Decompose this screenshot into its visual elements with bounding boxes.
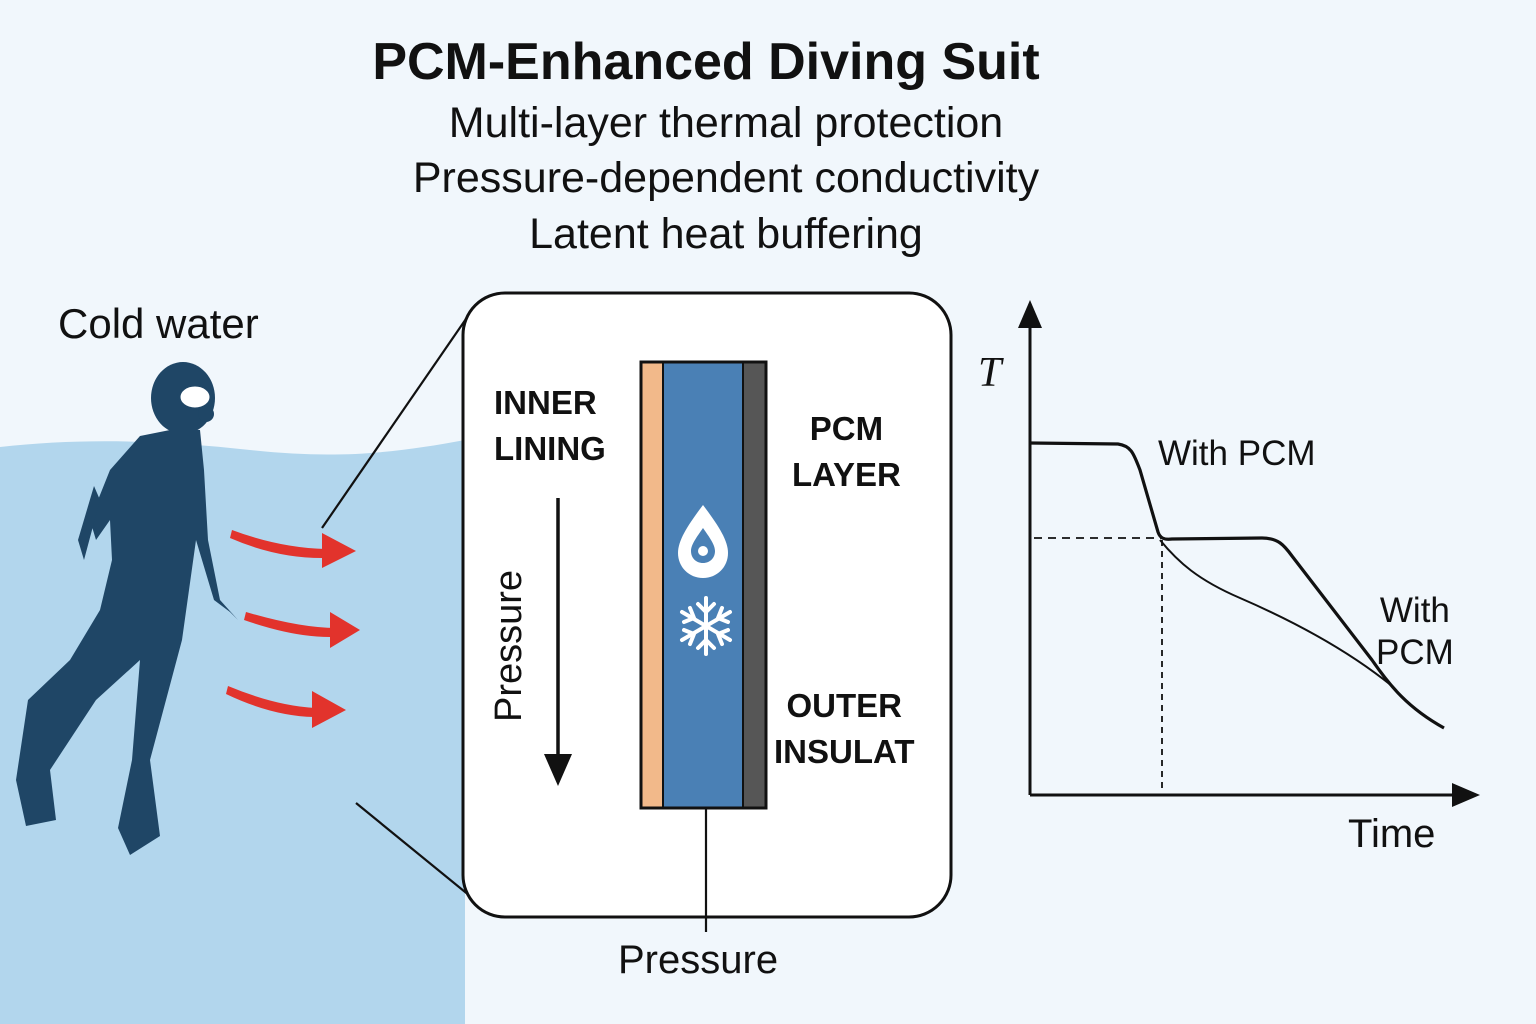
curve-label-second: With PCM: [1376, 590, 1454, 674]
cold-water-label: Cold water: [58, 300, 259, 347]
pcm-layer-label: PCM LAYER: [792, 406, 901, 498]
outer-insulation-label-line: OUTER: [786, 687, 903, 724]
outer-insulation-label-line: INSULAT: [774, 733, 915, 770]
x-axis-arrowhead: [1452, 783, 1480, 807]
second-curve: [1159, 539, 1393, 687]
subtitle-line: Pressure-dependent conductivity: [412, 154, 1040, 202]
heat-loss-arrows: [226, 530, 360, 728]
zoom-line-top: [321, 315, 469, 529]
subtitle-line: Latent heat buffering: [529, 210, 923, 258]
pcm-layer-label-line: LAYER: [792, 456, 901, 493]
inner-lining-label-line: INNER: [494, 384, 597, 421]
subtitle-line: Multi-layer thermal protection: [448, 99, 1004, 147]
y-axis-arrowhead: [1018, 300, 1042, 328]
snowflake-icon: [680, 596, 732, 656]
page-title: PCM-Enhanced Diving Suit: [372, 33, 1040, 91]
pressure-vertical-label: Pressure: [488, 569, 530, 722]
pcm-layer-label-line: PCM: [809, 410, 884, 447]
pcm-layer-band: [663, 362, 743, 808]
heat-loss-arrow-icon: [230, 530, 356, 568]
layer-stack-outline: [639, 360, 768, 810]
dive-mask-icon: [177, 383, 214, 422]
curve-label-line: With: [1379, 591, 1450, 630]
temperature-time-graph: [1018, 300, 1480, 807]
heat-loss-arrow-icon: [226, 686, 346, 728]
x-axis-label: Time: [1348, 812, 1436, 856]
pressure-bottom-label: Pressure: [618, 938, 779, 982]
y-axis-label: T: [978, 350, 1002, 396]
outer-insulation-layer: [743, 362, 765, 808]
inner-lining-label-line: LINING: [494, 430, 606, 467]
curve-label-line: PCM: [1376, 633, 1454, 672]
zoom-line-bottom: [355, 802, 471, 897]
curve-label-with-pcm: With PCM: [1158, 434, 1316, 473]
pressure-arrow-head: [544, 754, 572, 786]
with-pcm-curve: [1029, 441, 1445, 730]
inner-lining-layer: [641, 362, 663, 808]
outer-insulation-label: OUTER INSULAT: [774, 683, 915, 775]
inner-lining-label: INNER LINING: [494, 380, 606, 472]
water-drop-icon: [678, 505, 728, 578]
heat-loss-arrow-icon: [244, 612, 360, 648]
